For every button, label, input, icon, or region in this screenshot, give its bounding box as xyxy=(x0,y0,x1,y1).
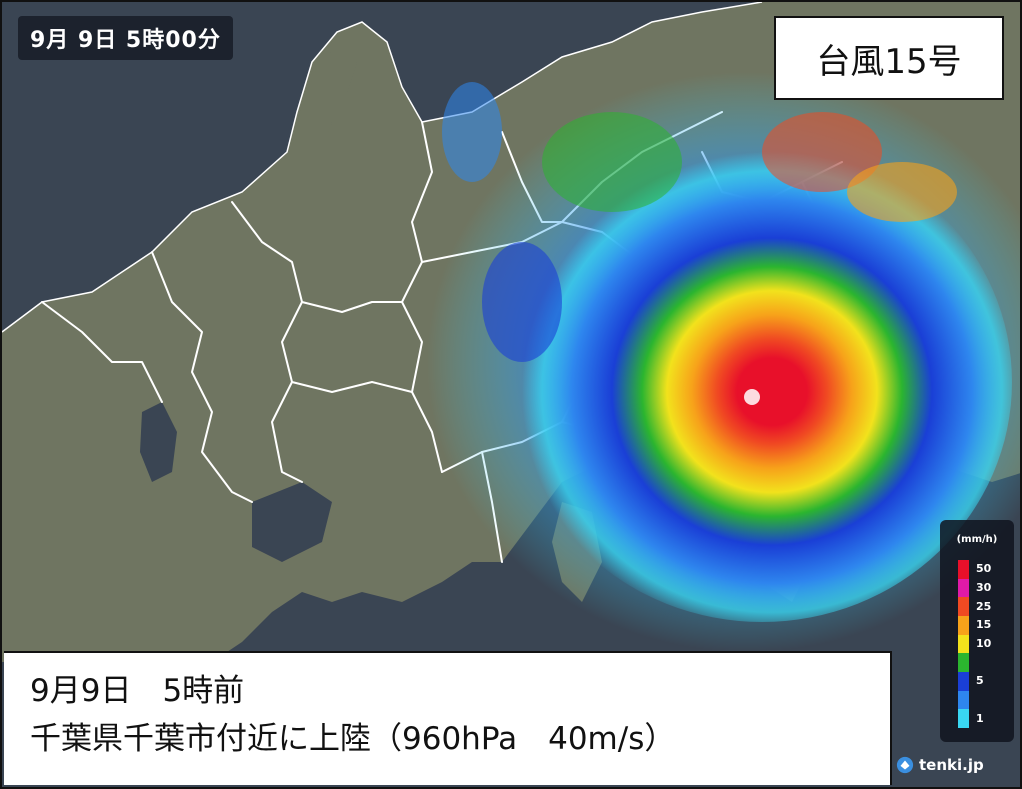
legend-swatch xyxy=(958,709,969,728)
legend-color-bar xyxy=(958,560,969,728)
legend-swatch xyxy=(958,615,969,635)
legend-label: 5 xyxy=(976,674,984,688)
legend-swatch xyxy=(958,653,969,672)
rain-cell xyxy=(847,162,957,222)
tenki-logo-icon xyxy=(896,756,914,774)
legend-label: 1 xyxy=(976,711,984,725)
legend-swatch xyxy=(958,597,969,616)
coastline xyxy=(2,2,763,333)
legend-labels: 50 30 25 15 10 5 1 xyxy=(976,556,1010,732)
brand-name: tenki.jp xyxy=(919,756,984,774)
legend-swatch xyxy=(958,671,969,691)
legend-label: 15 xyxy=(976,618,992,632)
legend-unit: (mm/h) xyxy=(956,534,998,545)
lake-biwa xyxy=(140,402,177,482)
timestamp-label: 9月 9日 5時00分 xyxy=(18,16,233,60)
rain-cell xyxy=(762,112,882,192)
legend-swatch xyxy=(958,578,969,598)
legend-label: 25 xyxy=(976,599,992,613)
typhoon-title-box: 台風15号 xyxy=(774,16,1004,100)
landfall-caption: 9月9日 5時前 千葉県千葉市付近に上陸（960hPa 40m/s） xyxy=(4,651,892,785)
typhoon-title: 台風15号 xyxy=(816,41,962,82)
noto-peninsula xyxy=(292,42,357,152)
legend-swatch xyxy=(958,560,969,579)
legend-swatch xyxy=(958,690,969,710)
legend-label: 10 xyxy=(976,637,992,650)
rain-cell xyxy=(442,82,502,182)
legend-label: 30 xyxy=(976,581,992,594)
ise-bay xyxy=(252,482,332,562)
landfall-detail: 千葉県千葉市付近に上陸（960hPa 40m/s） xyxy=(30,721,676,757)
brand-logo: tenki.jp xyxy=(896,752,984,778)
precipitation-legend: (mm/h) 50 30 25 15 10 5 1 xyxy=(940,520,1014,742)
landfall-time: 9月9日 5時前 xyxy=(30,673,245,709)
legend-label: 50 xyxy=(976,562,992,576)
legend-swatch xyxy=(958,634,969,654)
rain-cell xyxy=(482,242,562,362)
typhoon-eye xyxy=(744,389,760,405)
rain-cell xyxy=(542,112,682,212)
rain-radar-layer xyxy=(427,72,1020,652)
typhoon-rain-field xyxy=(512,142,1012,622)
